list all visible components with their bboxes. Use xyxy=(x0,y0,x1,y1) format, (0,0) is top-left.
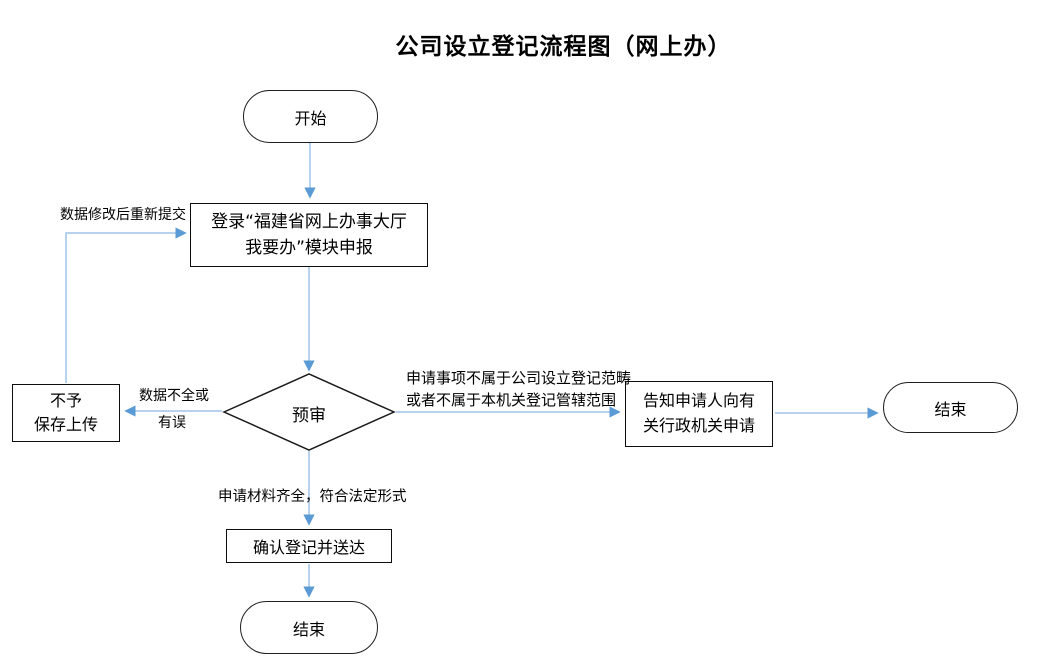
connector-reject-to-login-feedback xyxy=(65,227,187,383)
start-node-label: 开始 xyxy=(294,108,327,128)
reject-save-line1: 不予 xyxy=(49,391,82,410)
login-declare-line2: 我要办”模块申报 xyxy=(245,238,373,258)
flowchart-title: 公司设立登记流程图（网上办） xyxy=(395,33,732,60)
inform-applicant-line2: 关行政机关申请 xyxy=(642,416,755,435)
login-declare-node: 登录“福建省网上办事大厅 我要办”模块申报 xyxy=(190,203,428,267)
edge-label-complete: 申请材料齐全，符合法定形式 xyxy=(218,489,407,505)
edge-label-out-of-scope-line1: 申请事项不属于公司设立登记范畴 xyxy=(406,369,632,387)
review-diamond-shape xyxy=(222,373,396,451)
reject-save-node: 不予 保存上传 xyxy=(12,384,120,442)
edge-label-resubmit: 数据修改后重新提交 xyxy=(60,207,186,223)
end-bottom-node: 结束 xyxy=(240,601,378,654)
edge-label-incomplete-line2: 有误 xyxy=(158,415,186,431)
edge-label-out-of-scope-line2: 或者不属于本机关登记管辖范围 xyxy=(406,391,617,409)
review-decision-label: 预审 xyxy=(292,406,326,426)
inform-applicant-line1: 告知申请人向有 xyxy=(642,391,755,411)
edge-label-out-of-scope: 申请事项不属于公司设立登记范畴 或者不属于本机关登记管辖范围 xyxy=(406,367,631,411)
start-node: 开始 xyxy=(243,90,378,143)
end-right-node: 结束 xyxy=(883,382,1018,433)
end-right-label: 结束 xyxy=(934,399,967,419)
edge-label-incomplete-line1: 数据不全或 xyxy=(139,388,209,404)
inform-applicant-node: 告知申请人向有 关行政机关申请 xyxy=(625,381,773,447)
confirm-registration-label: 确认登记并送达 xyxy=(252,538,365,557)
end-bottom-label: 结束 xyxy=(292,619,325,639)
confirm-registration-node: 确认登记并送达 xyxy=(226,529,392,563)
login-declare-line1: 登录“福建省网上办事大厅 xyxy=(211,211,407,232)
reject-save-line2: 保存上传 xyxy=(33,415,98,434)
